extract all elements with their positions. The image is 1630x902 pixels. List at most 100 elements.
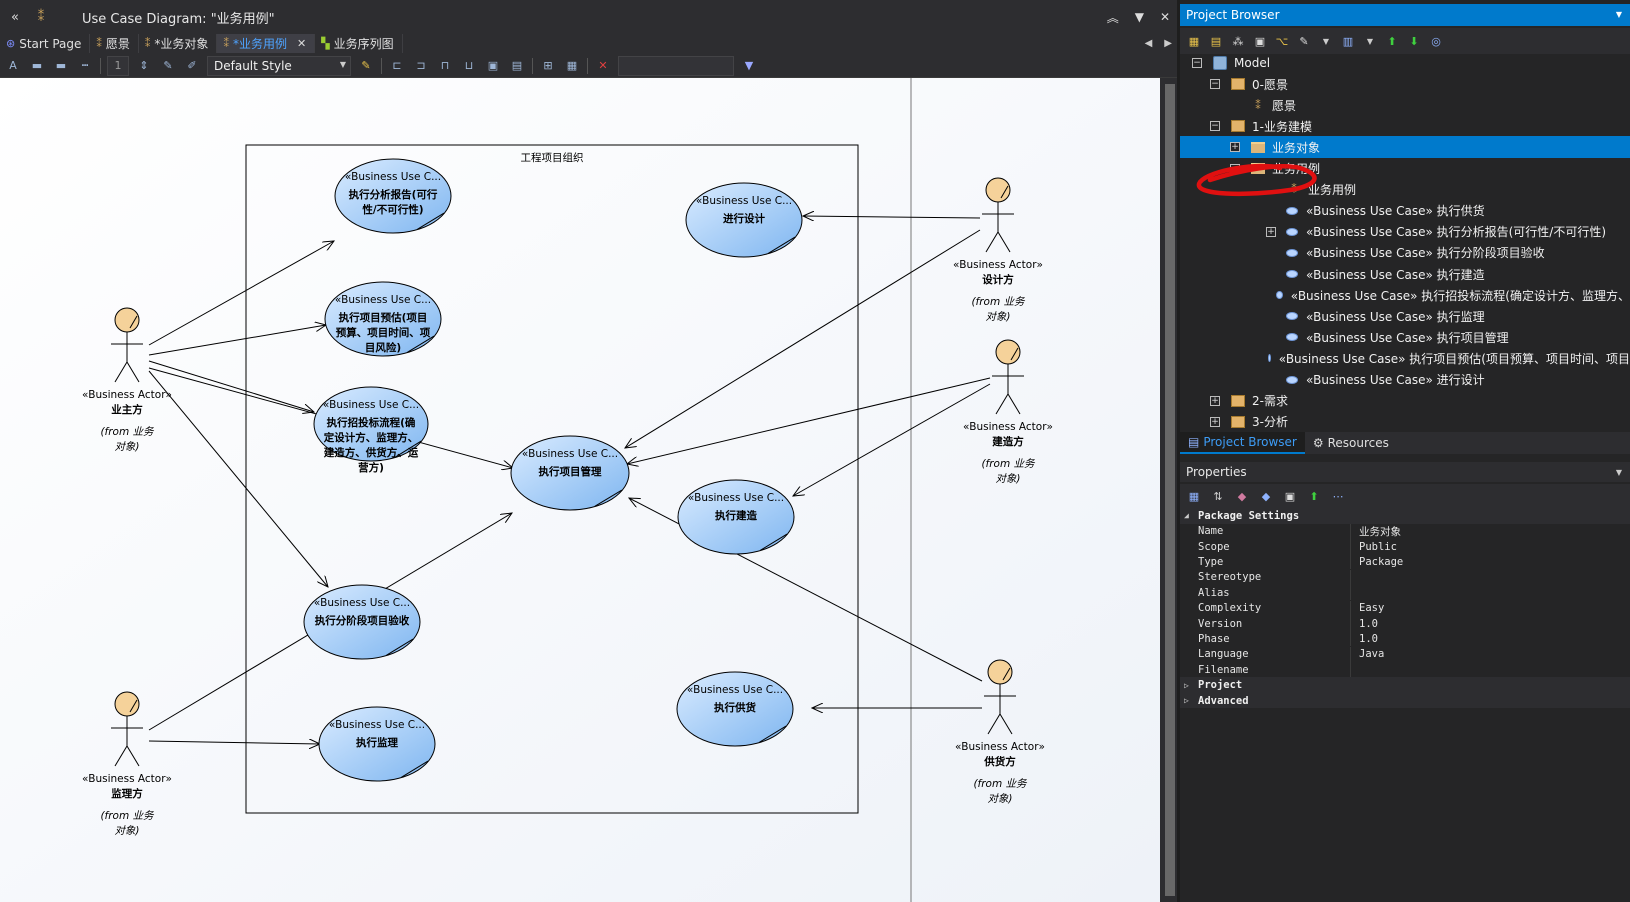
chevron-down-icon[interactable]: ▼ — [1134, 10, 1144, 24]
move-up-icon[interactable]: ⬆ — [1387, 34, 1397, 48]
property-value[interactable] — [1350, 662, 1359, 678]
property-row[interactable]: Filename — [1180, 662, 1630, 678]
property-row[interactable]: Alias — [1180, 585, 1630, 601]
constraint-icon[interactable]: ◆ — [1261, 489, 1271, 503]
tree-node[interactable]: ⁑业务用例 — [1180, 179, 1630, 201]
property-row[interactable]: Stereotype — [1180, 569, 1630, 586]
property-value[interactable]: 1.0 — [1350, 616, 1378, 632]
usecase-bidding[interactable]: «Business Use C...执行招投标流程(确定设计方、监理方、建造方、… — [313, 386, 429, 474]
usecase-manage[interactable]: «Business Use C...执行项目管理 — [510, 435, 630, 511]
property-group[interactable]: ◢Package Settings — [1180, 508, 1630, 524]
association-owner-analysis[interactable] — [148, 241, 334, 346]
collapse-icon[interactable]: − — [1210, 79, 1220, 90]
association-owner-budget[interactable] — [148, 325, 326, 356]
tree-node[interactable]: +3-分析 — [1180, 411, 1630, 433]
association-designer-design[interactable] — [803, 216, 981, 218]
tree-node[interactable]: −Model — [1180, 54, 1630, 74]
chevron-down-icon[interactable]: ▼ — [1615, 468, 1622, 477]
align-bottom-icon[interactable]: ⊔ — [464, 59, 474, 72]
collapse-icon[interactable]: − — [1210, 121, 1220, 132]
same-width-icon[interactable]: ▤ — [511, 59, 523, 72]
usecase-ellipse[interactable] — [324, 281, 442, 357]
association-designer-manage[interactable] — [625, 229, 981, 448]
expand-icon[interactable]: + — [1210, 416, 1220, 427]
tree-node[interactable]: +业务对象 — [1180, 136, 1630, 159]
new-package-icon[interactable]: ▤ — [1210, 34, 1222, 48]
usecase-ellipse[interactable] — [677, 479, 795, 555]
tab-business-usecases[interactable]: ⁑ *业务用例 ✕ — [217, 34, 316, 53]
help-icon[interactable]: ◎ — [1431, 34, 1441, 48]
more-icon[interactable]: ⋯ — [1332, 489, 1344, 503]
usecase-ellipse[interactable] — [318, 706, 436, 782]
close-tab-icon[interactable]: ✕ — [296, 37, 307, 50]
pen-icon[interactable]: ✐ — [187, 59, 197, 72]
tab-next-icon[interactable]: ▶ — [1164, 38, 1172, 49]
tree-node[interactable]: ⁑愿景 — [1180, 94, 1630, 116]
expand-icon[interactable]: + — [1266, 226, 1276, 237]
new-model-icon[interactable]: ▦ — [1188, 34, 1200, 48]
tab-resources[interactable]: ⚙ Resources — [1305, 432, 1397, 454]
edit-icon[interactable]: ✎ — [1299, 34, 1309, 48]
dropdown-arrow-icon[interactable]: ▼ — [1322, 36, 1330, 46]
align-top-icon[interactable]: ⊓ — [440, 59, 450, 72]
chevron-up-icon[interactable]: ︽ — [1106, 10, 1119, 25]
actor-designer[interactable]: «Business Actor»设计方(from 业务对象) — [953, 177, 1043, 323]
tree-node[interactable]: «Business Use Case» 执行建造 — [1180, 263, 1630, 285]
collapse-icon[interactable]: − — [1192, 58, 1202, 68]
layout-icon[interactable]: ⊞ — [543, 59, 553, 72]
save-icon[interactable]: ▣ — [1284, 489, 1296, 503]
new-element-icon[interactable]: ▣ — [1254, 34, 1266, 48]
property-value[interactable] — [1350, 585, 1359, 601]
tree-node[interactable]: «Business Use Case» 执行分阶段项目验收 — [1180, 242, 1630, 264]
usecase-supervise[interactable]: «Business Use C...执行监理 — [318, 706, 436, 782]
tree-node[interactable]: +2-需求 — [1180, 390, 1630, 412]
format-painter-icon[interactable]: ✎ — [163, 59, 173, 72]
expand-icon[interactable]: ▷ — [1184, 680, 1189, 690]
categorized-icon[interactable]: ▦ — [1188, 489, 1200, 503]
collapse-icon[interactable]: « — [11, 9, 19, 25]
property-value[interactable]: 1.0 — [1350, 631, 1378, 647]
move-up-icon[interactable]: ⬆ — [1309, 489, 1319, 503]
usecase-analysis[interactable]: «Business Use C...执行分析报告(可行性/不可行性) — [334, 158, 452, 234]
property-group[interactable]: ▷Project — [1180, 677, 1630, 693]
property-value[interactable] — [1350, 569, 1359, 585]
tree-node[interactable]: +«Business Use Case» 执行分析报告(可行性/不可行性) — [1180, 221, 1630, 243]
line-color-icon[interactable]: ▬ — [55, 59, 67, 72]
usecase-ellipse[interactable] — [510, 435, 630, 511]
usecase-stage[interactable]: «Business Use C...执行分阶段项目验收 — [303, 584, 421, 660]
property-value[interactable]: 业务对象 — [1350, 523, 1401, 539]
association-builder-build[interactable] — [793, 383, 991, 496]
filter-icon[interactable]: ▼ — [744, 59, 754, 72]
tab-prev-icon[interactable]: ◀ — [1144, 38, 1153, 49]
actor-supplier[interactable]: «Business Actor»供货方(from 业务对象) — [955, 659, 1045, 805]
style-select[interactable]: Default Style ▼ — [207, 55, 351, 76]
apply-style-icon[interactable]: ✎ — [361, 59, 371, 72]
system-boundary[interactable] — [245, 144, 859, 814]
tab-project-browser[interactable]: ▤ Project Browser — [1180, 432, 1305, 454]
tree-node[interactable]: «Business Use Case» 执行项目管理 — [1180, 326, 1630, 348]
hierarchy-icon[interactable]: ⌥ — [1275, 34, 1289, 48]
property-value[interactable]: Package — [1350, 554, 1403, 570]
tree-node[interactable]: «Business Use Case» 执行项目预估(项目预算、项目时间、项目 — [1180, 347, 1630, 369]
association-owner-bidding[interactable] — [148, 360, 314, 412]
tab-business-objects[interactable]: ⁑ *业务对象 — [139, 34, 218, 53]
tree-node[interactable]: «Business Use Case» 执行供货 — [1180, 200, 1630, 222]
move-down-icon[interactable]: ⬇ — [1409, 34, 1419, 48]
usecase-design[interactable]: «Business Use C...进行设计 — [685, 182, 803, 258]
docs-icon[interactable]: ▥ — [1342, 34, 1354, 48]
close-icon[interactable]: ✕ — [1159, 10, 1170, 24]
usecase-ellipse[interactable] — [303, 584, 421, 660]
property-value[interactable]: Public — [1350, 539, 1397, 555]
actor-builder[interactable]: «Business Actor»建造方(from 业务对象) — [963, 339, 1053, 485]
alphabetical-icon[interactable]: ⇅ — [1213, 489, 1223, 503]
actor-owner[interactable]: «Business Actor»业主方(from 业务对象) — [82, 307, 172, 453]
line-style-icon[interactable]: ┅ — [81, 59, 89, 72]
property-group[interactable]: ▷Advanced — [1180, 692, 1630, 709]
